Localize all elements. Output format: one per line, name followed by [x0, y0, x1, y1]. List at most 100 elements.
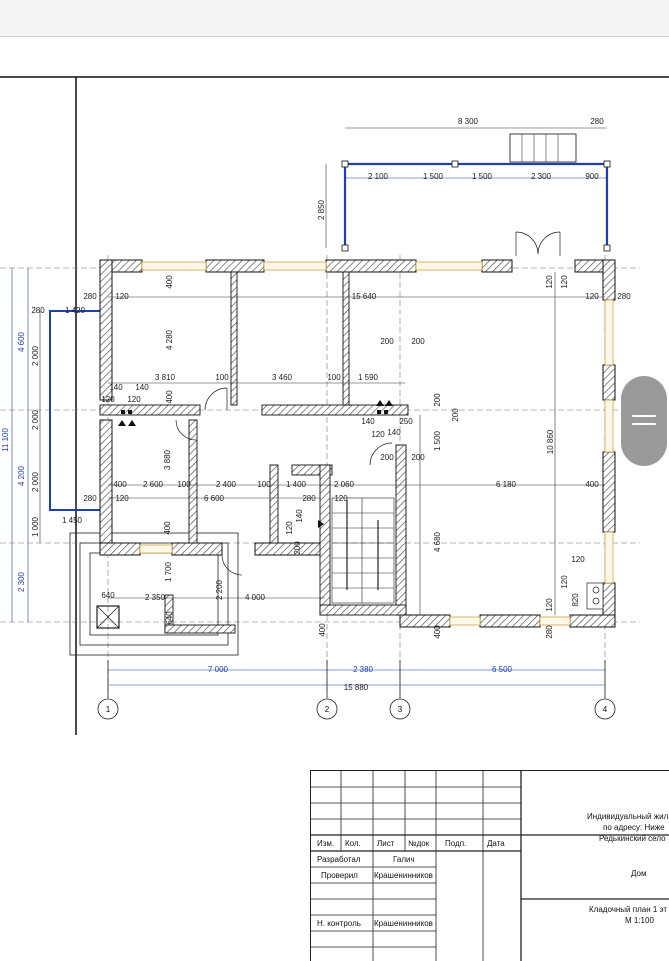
dim-int-41: 280 — [83, 494, 97, 503]
axis-label-1: 1 — [106, 705, 111, 714]
dim-int-34: 100 — [177, 480, 191, 489]
viewer-top-bar — [0, 0, 669, 36]
dim-int-53: 2 350 — [145, 593, 166, 602]
interior-dimensions: 280 120 15 640 120 280 4 280 400 400 120… — [83, 275, 631, 639]
dim-int-7: 400 — [165, 390, 174, 404]
terrace-outline — [341, 133, 611, 252]
dim-terrace-seg-3: 1 500 — [472, 172, 493, 181]
stamp-col-data: Дата — [487, 839, 505, 848]
porch-steps — [69, 532, 239, 656]
dim-int-5: 4 280 — [165, 329, 174, 350]
dim-int-25: 140 — [387, 428, 401, 437]
dim-int-63: 400 — [318, 623, 327, 637]
axis-label-3: 3 — [398, 705, 403, 714]
dim-left-top-1: 280 — [31, 306, 45, 315]
dim-int-35: 2 400 — [216, 480, 237, 489]
dim-bottom-overall: 15 880 — [344, 683, 369, 692]
dim-terrace-seg-2: 1 500 — [423, 172, 444, 181]
dim-int-2: 15 640 — [352, 292, 377, 301]
dim-left-top-2: 1 420 — [65, 306, 86, 315]
dim-bottom-seg-1: 7 000 — [208, 665, 229, 674]
grip-line-icon — [632, 415, 656, 417]
dim-int-38: 2 060 — [334, 480, 355, 489]
dim-int-11: 100 — [215, 373, 229, 382]
dim-int-61: 280 — [545, 625, 554, 639]
dim-int-27: 200 — [380, 453, 394, 462]
dim-int-10: 3 810 — [155, 373, 176, 382]
dim-int-62: 120 — [545, 598, 554, 612]
dim-int-36: 100 — [257, 480, 271, 489]
dim-int-58: 120 — [560, 575, 569, 589]
dim-int-40: 400 — [585, 480, 599, 489]
dim-int-17: 200 — [433, 393, 442, 407]
stamp-role-checked: Проверил — [321, 871, 358, 880]
dim-int-21: 140 — [135, 383, 149, 392]
dim-left-outer-3: 4 200 — [17, 465, 26, 486]
dim-int-48: 200 — [293, 541, 302, 555]
stamp-col-izm: Изм. — [317, 839, 335, 848]
dim-int-33: 2 600 — [143, 480, 164, 489]
stamp-col-podp: Подп. — [445, 839, 467, 848]
dim-int-22: 120 — [127, 395, 141, 404]
dim-int-60: 400 — [433, 625, 442, 639]
stamp-name-control: Крашенинников — [374, 919, 433, 928]
staircase — [331, 497, 395, 604]
title-block: Изм. Кол. Лист №док Подп. Дата Разработа… — [310, 770, 669, 961]
viewer-top-divider — [0, 36, 669, 37]
dim-int-45: 120 — [334, 494, 348, 503]
dim-int-52: 640 — [101, 591, 115, 600]
left-balcony-outline — [49, 310, 108, 511]
dim-int-15: 200 — [380, 337, 394, 346]
dim-int-59: 820 — [571, 593, 580, 607]
stamp-name-checker: Крашенинников — [374, 871, 433, 880]
stamp-role-control: Н. контроль — [317, 919, 361, 928]
dim-int-4: 280 — [617, 292, 631, 301]
dim-int-47: 140 — [295, 509, 304, 523]
dim-int-37: 1 400 — [286, 480, 307, 489]
axis-label-4: 4 — [603, 705, 608, 714]
dim-left-outer-2: 11 100 — [1, 428, 10, 452]
dim-int-16: 200 — [411, 337, 425, 346]
dim-int-13: 100 — [327, 373, 341, 382]
dim-int-23: 140 — [361, 417, 375, 426]
dim-int-31: 3 880 — [163, 449, 172, 470]
dim-int-29: 1 500 — [433, 430, 442, 451]
dim-top-overall: 8 300 — [458, 117, 479, 126]
stamp-project-line-1: Индивидуальный жил — [587, 812, 669, 821]
stamp-role-developed: Разработал — [317, 855, 361, 864]
dim-left-outer-1: 4 600 — [17, 331, 26, 352]
interior-walls — [99, 271, 409, 634]
stamp-col-kol: Кол. — [345, 839, 361, 848]
dim-terrace-seg-5: 900 — [585, 172, 599, 181]
axis-label-2: 2 — [325, 705, 330, 714]
dim-terrace-vertical: 2 850 — [317, 199, 326, 220]
dim-int-49: 400 — [163, 521, 172, 535]
dim-int-9: 120 — [560, 275, 569, 289]
vent-markers — [118, 400, 393, 528]
scroll-handle[interactable] — [621, 376, 667, 466]
dim-int-51: 1 700 — [164, 561, 173, 582]
dim-int-30: 10 860 — [546, 429, 555, 454]
dim-int-46: 120 — [285, 521, 294, 535]
dim-left-offset: 1 450 — [62, 516, 83, 525]
stamp-col-ndok: №док — [408, 839, 430, 848]
dim-int-44: 280 — [302, 494, 316, 503]
dim-left-inner-4: 1 000 — [31, 516, 40, 537]
dim-int-57: 120 — [571, 555, 585, 564]
dim-top-overall-right: 280 — [590, 117, 604, 126]
dim-int-14: 1 590 — [358, 373, 379, 382]
dim-bottom-seg-3: 6 500 — [492, 665, 513, 674]
dim-int-32: 400 — [113, 480, 127, 489]
dim-int-3: 120 — [585, 292, 599, 301]
stamp-project-line-2: по адресу: Ниже — [603, 823, 665, 832]
dim-int-19: 140 — [109, 383, 123, 392]
dim-int-39: 6 180 — [496, 480, 517, 489]
dim-int-43: 6 600 — [204, 494, 225, 503]
dim-int-6: 400 — [165, 275, 174, 289]
dim-int-50: 4 680 — [433, 531, 442, 552]
stamp-building: Дом — [631, 869, 647, 878]
exterior-walls — [99, 259, 616, 628]
axis-bubbles — [97, 660, 616, 720]
dim-int-28: 200 — [411, 453, 425, 462]
dim-int-0: 280 — [83, 292, 97, 301]
